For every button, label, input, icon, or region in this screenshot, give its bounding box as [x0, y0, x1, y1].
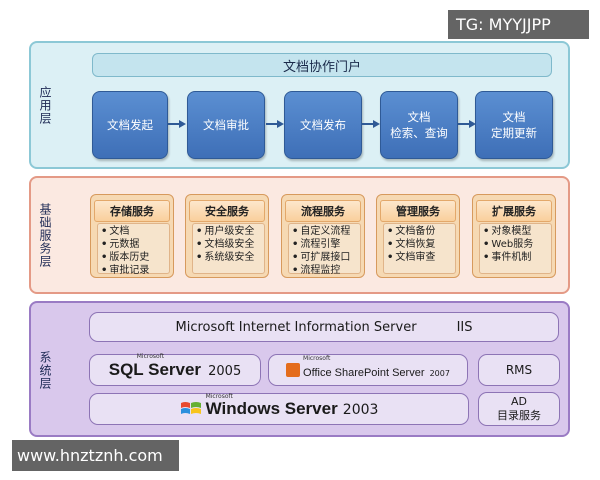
- service-items: •自定义流程 •流程引擎 •可扩展接口 •流程监控: [288, 223, 361, 276]
- system-layer-label: 系统层: [38, 350, 52, 390]
- service-items: •文档备份 •文档恢复 •文档审查: [383, 223, 456, 274]
- flow-step-update: 文档 定期更新: [475, 91, 553, 159]
- flow-step-line1: 文档审批: [203, 118, 249, 132]
- windows-logo-icon: [180, 402, 201, 414]
- application-layer-label: 应用层: [38, 85, 52, 125]
- storage-service-box: 存储服务 •文档 •元数据 •版本历史 •审批记录: [90, 194, 174, 278]
- flow-step-line2: 检索、查询: [390, 126, 448, 140]
- flow-step-line1: 文档发起: [107, 118, 153, 132]
- service-items: •用户级安全 •文档级安全 •系统级安全: [192, 223, 265, 274]
- service-item: 自定义流程: [300, 226, 351, 237]
- service-title: 管理服务: [380, 200, 456, 222]
- service-item: 系统级安全: [204, 252, 255, 263]
- ad-directory-box: AD 目录服务: [478, 392, 560, 426]
- rms-box: RMS: [478, 354, 560, 386]
- security-service-box: 安全服务 •用户级安全 •文档级安全 •系统级安全: [185, 194, 269, 278]
- service-item: 事件机制: [491, 252, 532, 263]
- service-item: 文档: [109, 226, 130, 237]
- watermark-top: TG: MYYJJPP: [448, 10, 589, 39]
- sharepoint-version: 2007: [429, 368, 450, 378]
- flow-step-line1: 文档: [407, 110, 431, 124]
- flow-step-search: 文档 检索、查询: [380, 91, 458, 159]
- service-item: 版本历史: [109, 252, 150, 263]
- sharepoint-brand: Microsoft: [303, 354, 331, 362]
- flow-arrow-icon: [362, 120, 380, 128]
- service-title: 扩展服务: [476, 200, 552, 222]
- windows-server-box: Microsoft Windows Server 2003: [89, 393, 469, 425]
- flow-arrow-icon: [458, 120, 476, 128]
- ad-line1: AD: [511, 395, 527, 408]
- windows-brand: Microsoft: [205, 393, 233, 400]
- watermark-bottom: www.hnztznh.com: [12, 440, 179, 471]
- service-item: 流程引擎: [300, 239, 341, 250]
- service-item: 流程监控: [300, 265, 341, 276]
- service-items: •对象模型 •Web服务 •事件机制: [479, 223, 552, 274]
- sql-brand: Microsoft: [136, 353, 165, 360]
- flow-step-approve: 文档审批: [187, 91, 265, 159]
- document-portal-bar: 文档协作门户: [92, 53, 552, 77]
- service-item: 元数据: [109, 239, 140, 250]
- service-item: 文档备份: [395, 226, 436, 237]
- service-item: 可扩展接口: [300, 252, 351, 263]
- service-item: 对象模型: [491, 226, 532, 237]
- service-title: 流程服务: [285, 200, 361, 222]
- iis-abbr: IIS: [456, 319, 473, 335]
- flow-step-line2: 定期更新: [491, 126, 537, 140]
- office-logo-icon: [286, 363, 301, 377]
- service-title: 安全服务: [189, 200, 265, 222]
- service-item: 用户级安全: [204, 226, 255, 237]
- flow-arrow-icon: [168, 120, 186, 128]
- flow-step-publish: 文档发布: [284, 91, 362, 159]
- service-item: 文档恢复: [395, 239, 436, 250]
- service-item: Web服务: [491, 239, 534, 250]
- service-items: •文档 •元数据 •版本历史 •审批记录: [97, 223, 170, 276]
- flow-step-line1: 文档: [502, 110, 526, 124]
- sql-server-box: Microsoft SQL Server 2005: [89, 353, 261, 386]
- service-item: 文档审查: [395, 252, 436, 263]
- iis-name: Microsoft Internet Information Server: [175, 319, 417, 335]
- iis-bar: Microsoft Internet Information Server II…: [89, 312, 559, 342]
- sql-version: 2005: [208, 364, 242, 379]
- flow-step-initiate: 文档发起: [92, 91, 168, 159]
- service-title: 存储服务: [94, 200, 170, 222]
- flow-step-line1: 文档发布: [300, 118, 346, 132]
- service-item: 审批记录: [109, 265, 150, 276]
- workflow-service-box: 流程服务 •自定义流程 •流程引擎 •可扩展接口 •流程监控: [281, 194, 365, 278]
- sql-name: SQL Server: [108, 360, 202, 379]
- flow-arrow-icon: [266, 120, 284, 128]
- management-service-box: 管理服务 •文档备份 •文档恢复 •文档审查: [376, 194, 460, 278]
- sharepoint-server-box: Microsoft Office SharePoint Server 2007: [268, 354, 468, 386]
- service-item: 文档级安全: [204, 239, 255, 250]
- ad-line2: 目录服务: [497, 409, 541, 422]
- windows-version: 2003: [342, 402, 379, 418]
- sharepoint-name: Office SharePoint Server: [303, 366, 425, 379]
- windows-name: Windows Server: [205, 399, 338, 418]
- base-services-layer-label: 基础服务层: [38, 202, 52, 268]
- extension-service-box: 扩展服务 •对象模型 •Web服务 •事件机制: [472, 194, 556, 278]
